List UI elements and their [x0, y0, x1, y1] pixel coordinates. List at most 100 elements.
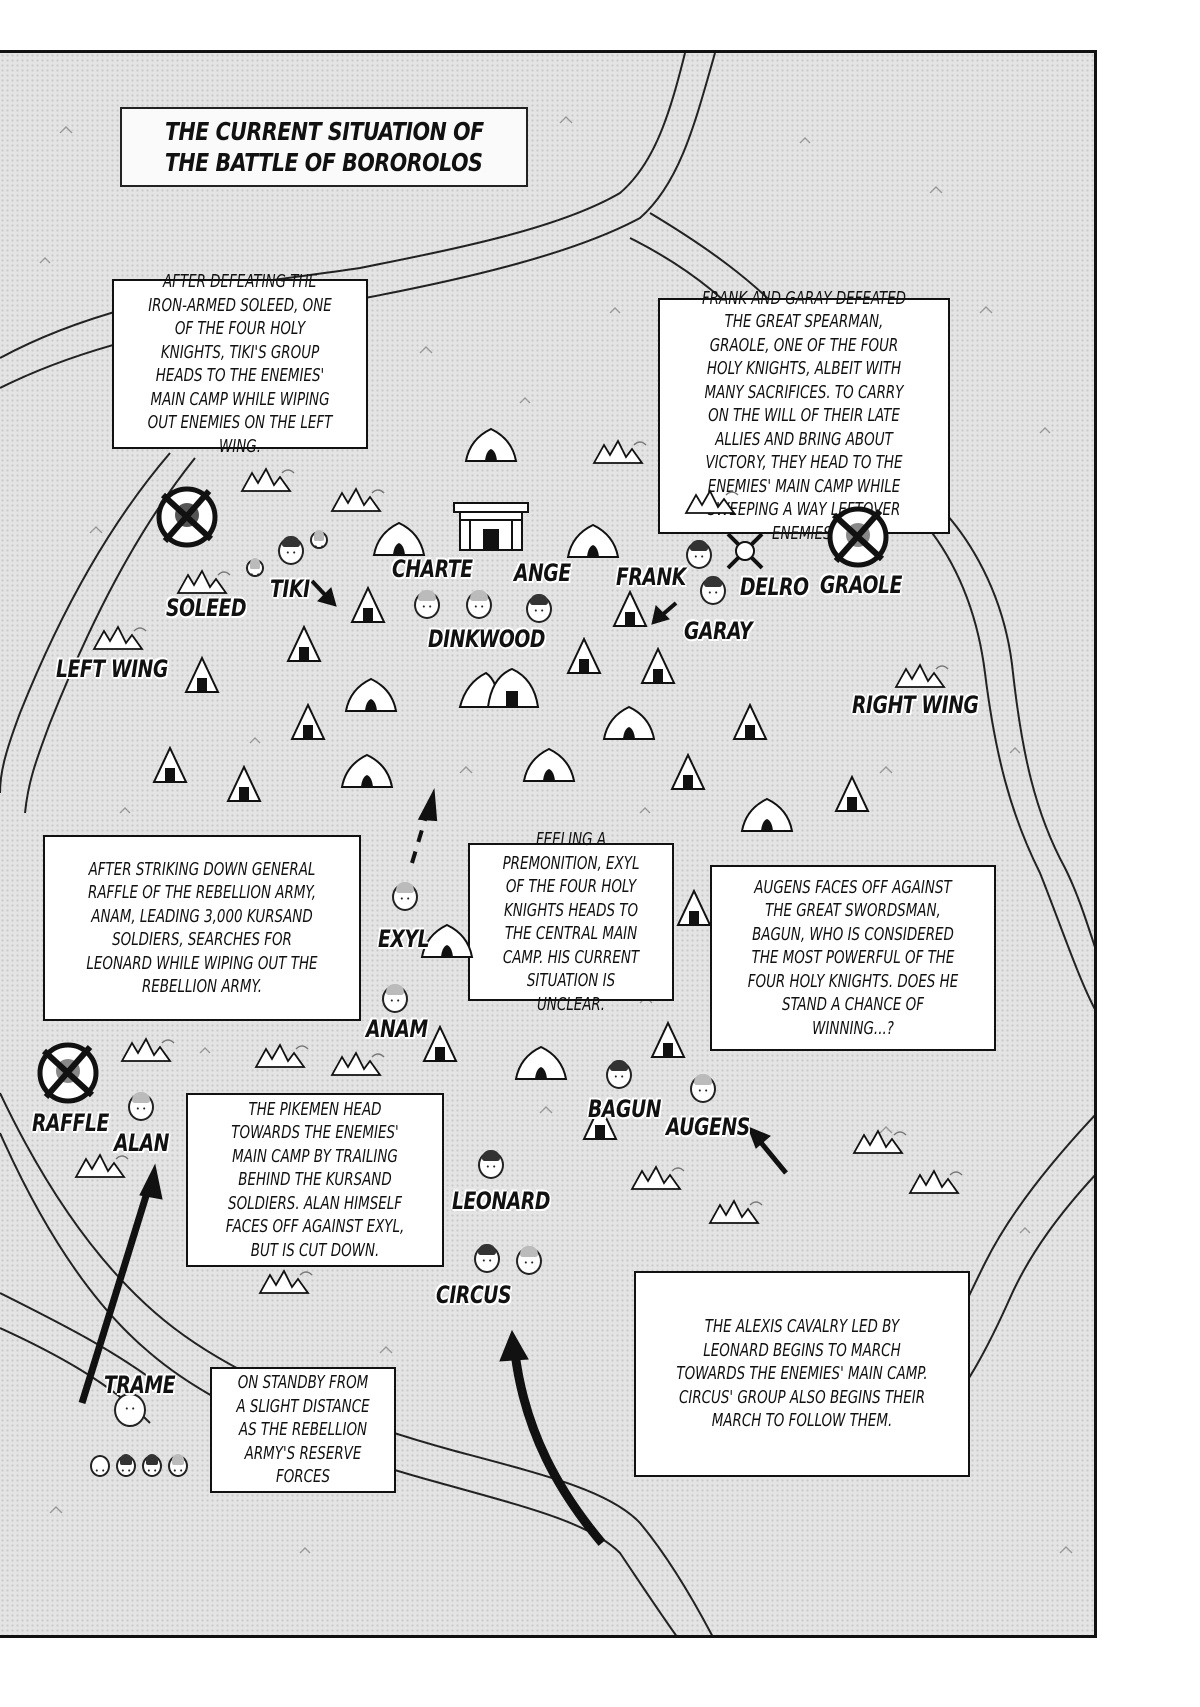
anam-face-icon	[382, 984, 408, 1013]
ruin-icon	[708, 1199, 763, 1224]
ruin-icon	[92, 625, 147, 650]
label-augens: AUGENS	[666, 1113, 750, 1141]
bagun-face-icon	[606, 1060, 632, 1089]
tent-icon	[670, 753, 706, 790]
reserve-face-icon	[142, 1454, 162, 1477]
tiki-face-icon	[278, 536, 304, 565]
battle-map-panel: THE CURRENT SITUATION OF THE BATTLE OF B…	[0, 50, 1097, 1638]
tent-icon	[422, 1025, 458, 1062]
tent-icon	[226, 765, 262, 802]
grass-tufts	[39, 116, 1073, 1554]
label-tiki: TIKI	[270, 575, 310, 603]
tent-icon	[566, 523, 620, 558]
tent-icon	[514, 1045, 568, 1080]
label-delro: DELRO	[740, 573, 809, 601]
tent-icon	[676, 889, 712, 926]
ruin-icon	[330, 487, 385, 512]
caption-pikemen: The pikemen head towards the enemies' ma…	[186, 1093, 444, 1267]
tent-icon	[582, 1103, 618, 1140]
garay-face-icon	[700, 576, 726, 605]
ruin-icon	[330, 1051, 385, 1076]
tent-icon	[834, 775, 870, 812]
augens-arrow	[747, 1126, 788, 1175]
label-trame: TRAME	[104, 1371, 176, 1399]
alan-arrow	[78, 1163, 163, 1405]
map-title-line1: THE CURRENT SITUATION OF	[164, 117, 484, 146]
ange-face-icon	[526, 594, 552, 623]
tent-icon	[152, 746, 188, 783]
tent-icon	[344, 677, 398, 712]
caption-augens: Augens faces off against the Great Sword…	[710, 865, 996, 1051]
label-raffle: RAFFLE	[32, 1109, 109, 1137]
caption-alexis-cavalry: The Alexis Cavalry led by Leonard begins…	[634, 1271, 970, 1477]
label-soleed: SOLEED	[166, 594, 247, 622]
crossed-swords-icon	[726, 532, 764, 570]
label-ange: ANGE	[514, 559, 571, 587]
exyl-dashed-arrow	[410, 787, 438, 864]
label-left-wing: LEFT WING	[56, 655, 168, 683]
caption-tiki-group: After defeating the Iron-Armed Soleed, o…	[112, 271, 368, 457]
label-charte: CHARTE	[392, 555, 473, 583]
ruin-icon	[74, 1153, 129, 1178]
augens-face-icon	[690, 1074, 716, 1103]
tent-icon	[732, 703, 768, 740]
tent-icon	[650, 1021, 686, 1058]
ruin-icon	[852, 1129, 907, 1154]
leonard-face-icon	[478, 1150, 504, 1179]
tent-icon	[602, 705, 656, 740]
tent-icon	[290, 703, 326, 740]
main-camp-icon	[453, 502, 529, 551]
label-exyl: EXYL	[378, 925, 430, 953]
crossed-out-portrait-icon	[156, 486, 218, 548]
trame-face-icon	[114, 1393, 146, 1427]
ruin-icon	[908, 1169, 963, 1194]
ruin-icon	[258, 1269, 313, 1294]
tent-icon	[464, 427, 518, 462]
map-title-line2: THE BATTLE OF BOROROLOS	[165, 148, 483, 177]
ruin-icon	[176, 569, 231, 594]
ruin-icon	[592, 439, 647, 464]
crossed-out-portrait-icon	[827, 506, 889, 568]
tiki-arrow	[310, 579, 337, 607]
tent-icon	[372, 521, 426, 556]
caption-trame: On standby from a slight distance as the…	[210, 1367, 396, 1493]
circus-companion-face-icon	[516, 1246, 542, 1275]
label-right-wing: RIGHT WING	[852, 691, 979, 719]
ruin-icon	[240, 467, 295, 492]
tent-icon	[740, 797, 794, 832]
label-garay: GARAY	[684, 617, 753, 645]
wolf-face-icon	[246, 558, 264, 579]
charte-face-icon	[414, 590, 440, 619]
ruin-icon	[894, 663, 949, 688]
circus-face-icon	[474, 1244, 500, 1273]
label-alan: ALAN	[114, 1129, 170, 1157]
wolf-face-icon	[310, 530, 328, 551]
frank-arrow	[651, 601, 678, 625]
caption-anam: After striking down General Raffle of th…	[43, 835, 361, 1021]
label-dinkwood: DINKWOOD	[428, 625, 546, 653]
reserve-face-icon	[90, 1455, 110, 1477]
label-frank: FRANK	[616, 563, 686, 591]
tent-icon	[350, 586, 386, 623]
exyl-face-icon	[392, 882, 418, 911]
movement-arrows	[78, 579, 788, 1546]
label-anam: ANAM	[366, 1015, 428, 1043]
ruin-icon	[630, 1165, 685, 1190]
tent-icon	[286, 625, 322, 662]
tent-icon	[340, 753, 394, 788]
frank-face-icon	[686, 540, 712, 569]
alan-face-icon	[128, 1092, 154, 1121]
tent-icon	[640, 647, 676, 684]
tent-icon	[612, 590, 648, 627]
reserve-face-icon	[168, 1454, 188, 1477]
crossed-out-portrait-icon	[37, 1042, 99, 1104]
ruin-icon	[120, 1037, 175, 1062]
label-graole: GRAOLE	[820, 571, 902, 599]
tent-icon	[522, 747, 576, 782]
tent-icon	[184, 656, 220, 693]
tent-icon	[420, 923, 474, 958]
reserve-face-icon	[116, 1454, 136, 1477]
map-title-box: THE CURRENT SITUATION OF THE BATTLE OF B…	[120, 107, 528, 187]
circus-arrow	[499, 1329, 606, 1546]
